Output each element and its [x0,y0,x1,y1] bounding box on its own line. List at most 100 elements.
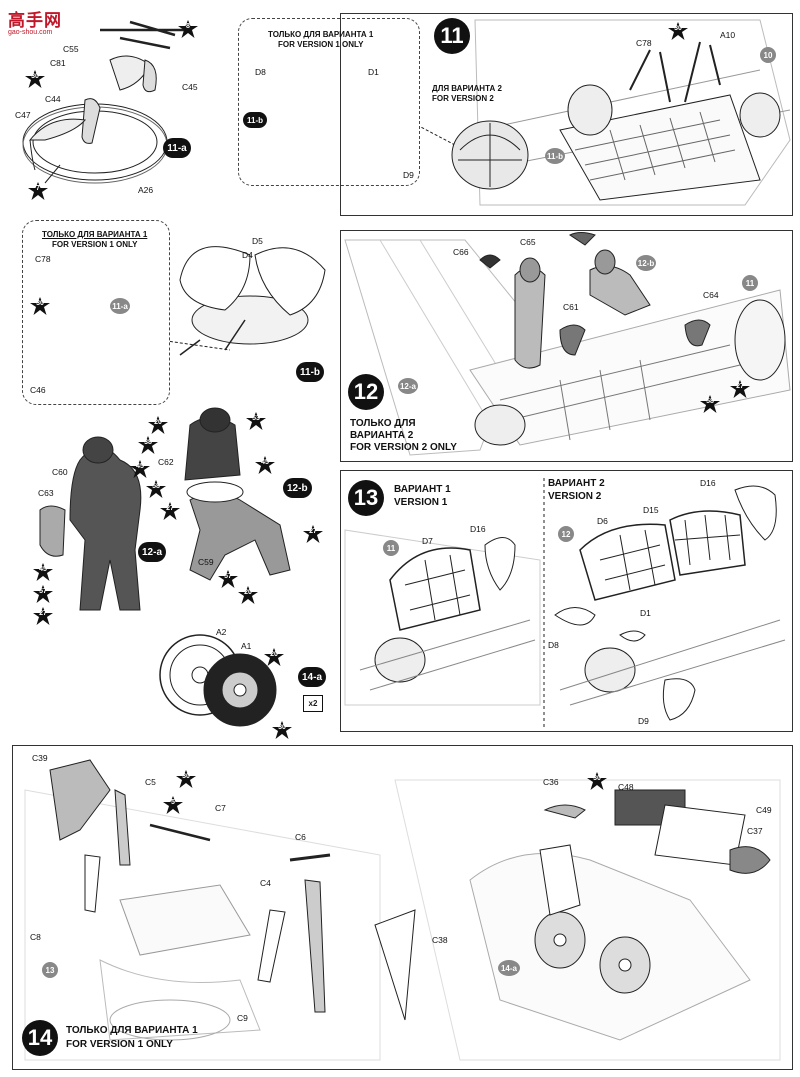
version1-label-ru: ВАРИАНТ 1 [394,484,451,495]
reference-circle: 14-a [498,960,520,976]
part-label: C44 [45,94,61,104]
paint-star-icon: 58 [700,395,720,413]
part-label: C62 [158,457,174,467]
quantity-multiplier: x2 [303,695,323,712]
part-label: C78 [35,254,51,264]
note-english: FOR VERSION 1 ONLY [66,1039,173,1050]
part-label: C63 [38,488,54,498]
paint-star-icon: 27 [730,380,750,398]
part-label: C8 [30,932,41,942]
part-label: D5 [252,236,263,246]
paint-star-icon: 8 [178,20,198,38]
paint-star-icon: 57 [218,570,238,588]
subassembly-badge: 11-a [163,138,191,158]
paint-star-icon: 30 [25,70,45,88]
paint-star-icon: 20 [264,648,284,666]
part-label: D16 [700,478,716,488]
site-logo: 高手网 gao-shou.com [8,6,62,36]
part-label: C46 [30,385,46,395]
reference-circle: 11-b [545,148,565,164]
paint-star-icon: 38 [138,436,158,454]
subassembly-badge: 11-b [243,112,268,128]
paint-star-icon: 58 [146,480,166,498]
note-english: FOR VERSION 1 ONLY [278,40,364,49]
paint-star-icon: 27 [303,525,323,543]
note-english: FOR VERSION 2 [432,94,494,103]
note-russian: ТОЛЬКО ДЛЯ ВАРИАНТА 1 [66,1025,198,1036]
panel-step-11 [340,13,793,216]
subassembly-badge: 14-a [298,667,327,687]
part-label: C6 [295,832,306,842]
part-label: C4 [260,878,271,888]
paint-star-icon: 5 [163,796,183,814]
box-11-version1 [238,18,420,186]
note-english: FOR VERSION 1 ONLY [52,240,138,249]
paint-star-icon: 53 [246,412,266,430]
note-russian: ТОЛЬКО ДЛЯ ВАРИАНТА 1 [42,230,148,239]
panel-step-13 [340,470,793,732]
part-label: D4 [242,250,253,260]
paint-star-icon: 27 [33,607,53,625]
step-number: 14 [22,1020,58,1056]
part-label: C39 [32,753,48,763]
paint-star-icon: 30 [176,770,196,788]
version2-label-en: VERSION 2 [548,491,602,502]
reference-circle: 11 [383,540,399,556]
subassembly-badge: 12-b [283,478,312,498]
part-label: D1 [640,608,651,618]
note-english: FOR VERSION 2 ONLY [350,442,457,453]
part-label: C7 [215,803,226,813]
paint-star-icon: 45 [130,460,150,478]
part-label: C59 [198,557,214,567]
part-label: D1 [368,67,379,77]
version1-label-en: VERSION 1 [394,497,448,508]
logo-text: 高手网 [8,11,62,30]
part-label: C55 [63,44,79,54]
reference-circle: 13 [42,962,58,978]
part-label: D16 [470,524,486,534]
note-russian: ДЛЯ ВАРИАНТА 2 [432,84,502,93]
part-label: D9 [638,716,649,726]
paint-star-icon: 30 [30,297,50,315]
step-number: 12 [348,374,384,410]
panel-step-12 [340,230,793,462]
part-label: D8 [255,67,266,77]
paint-star-icon: 30 [587,772,607,790]
part-label: D15 [643,505,659,515]
reference-circle: 12 [558,526,574,542]
part-label: C81 [50,58,66,68]
part-label: A26 [138,185,154,195]
paint-star-icon: 45 [255,456,275,474]
part-label: C9 [237,1013,248,1023]
panel-step-14 [12,745,793,1070]
part-label: C48 [618,782,634,792]
note-russian: ТОЛЬКО ДЛЯ ВАРИАНТА 1 [268,30,374,39]
part-label: A1 [241,641,252,651]
subassembly-badge: 12-a [138,542,167,562]
paint-star-icon: 30 [668,22,688,40]
reference-circle: 11-a [110,298,130,314]
part-label: D9 [403,170,414,180]
part-label: D6 [597,516,608,526]
step-number: 13 [348,480,384,516]
box-11b-version1 [22,220,170,405]
paint-star-icon: 20 [148,416,168,434]
part-label: C78 [636,38,652,48]
part-label: C49 [756,805,772,815]
part-label: D8 [548,640,559,650]
reference-circle: 11 [742,275,758,291]
part-label: C47 [15,110,31,120]
part-label: C65 [520,237,536,247]
reference-circle: 10 [760,47,776,63]
reference-circle: 12-b [636,255,656,271]
note-russian-2: ВАРИАНТА 2 [350,430,414,441]
reference-circle: 12-a [398,378,418,394]
step-number: 11 [434,18,470,54]
logo-url: gao-shou.com [8,29,53,36]
part-label: D7 [422,536,433,546]
part-label: C38 [432,935,448,945]
part-label: C60 [52,467,68,477]
subassembly-badge: 11-b [296,362,325,382]
paint-star-icon: 57 [33,585,53,603]
part-label: C37 [747,826,763,836]
